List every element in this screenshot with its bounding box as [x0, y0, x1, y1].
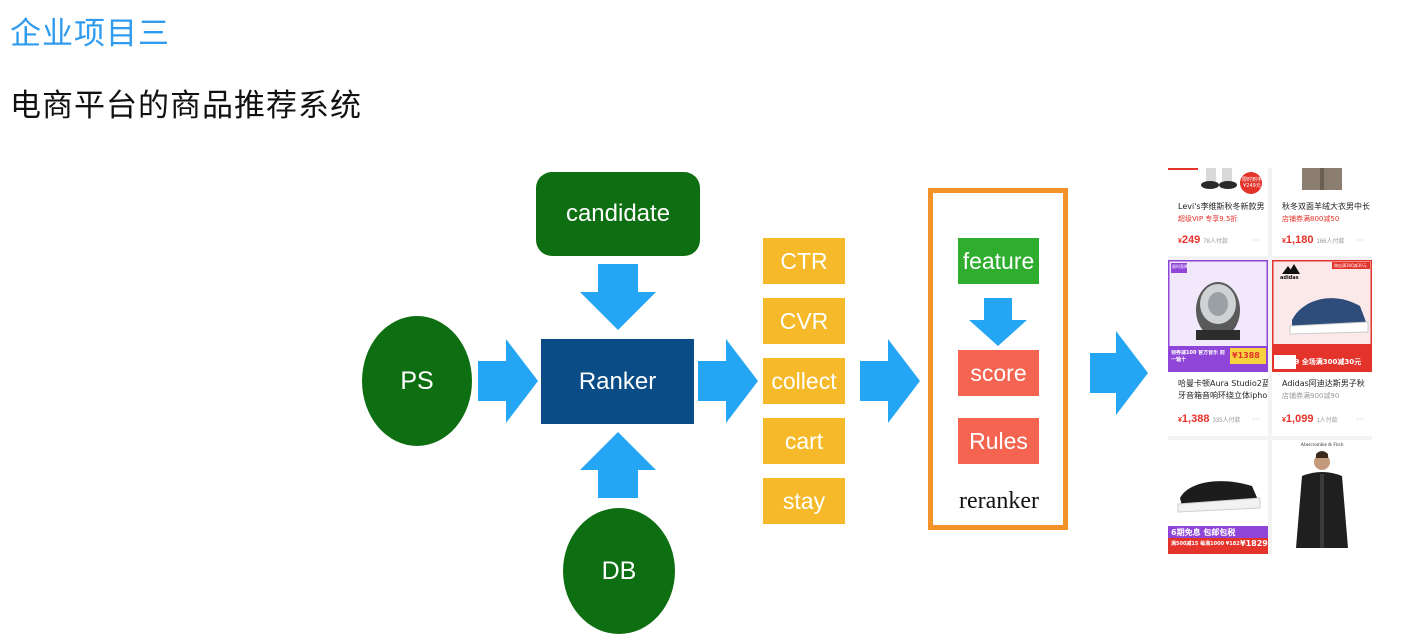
more-icon[interactable]: ···	[1356, 415, 1364, 424]
product-card[interactable]: 6期免息 包邮包税 满500减15 每满1000 ¥1829 ¥1829	[1168, 440, 1268, 554]
more-icon[interactable]: ···	[1356, 236, 1364, 245]
corner-tag: 限时直降	[1172, 264, 1188, 269]
score-box: score	[958, 350, 1039, 396]
reranker-label: reranker	[959, 488, 1039, 514]
product-image-sneaker-black	[1168, 440, 1268, 554]
brand-logo: Abercrombie & Fitch	[1300, 443, 1344, 448]
promo-sub-banner: 满500减15 每满1000 ¥1829	[1171, 541, 1240, 547]
product-tag: 店铺券满800减50	[1282, 215, 1340, 223]
feature-box: feature	[958, 238, 1039, 284]
arrow-reranker-to-results	[1090, 331, 1148, 415]
section-title: 企业项目三	[10, 16, 170, 52]
arrow-ranker-to-metrics	[698, 339, 758, 423]
product-image-coat	[1272, 168, 1372, 196]
promo-banner: 领券减100 官方音乐 前一轴十	[1171, 350, 1225, 363]
product-card[interactable]: 跨店满300减30元 adidas ¥1009 全场满300减30元 Adida…	[1272, 260, 1372, 436]
product-card[interactable]: Abercrombie & Fitch	[1272, 440, 1372, 554]
product-tag: 超级VIP 专享9.5折	[1178, 215, 1238, 223]
promo-banner: ¥1009 全场满300减30元	[1275, 358, 1362, 366]
page-subtitle: 电商平台的商品推荐系统	[10, 88, 362, 124]
metric-ctr: CTR	[763, 238, 845, 284]
arrow-db-to-ranker	[580, 432, 656, 498]
product-image-speaker	[1168, 260, 1268, 372]
brand-logo: adidas	[1280, 275, 1299, 281]
badge-price: ¥1829	[1240, 539, 1268, 548]
arrow-ps-to-ranker	[478, 339, 538, 423]
product-card[interactable]: 限时到手 ¥249元 Levi's李维斯秋冬新款男 超级VIP 专享9.5折 ¥…	[1168, 168, 1268, 256]
product-image-sneaker	[1272, 260, 1372, 372]
badge-price: ¥1388	[1232, 351, 1260, 360]
corner-tag: 跨店满300减30元	[1334, 263, 1367, 268]
db-node: DB	[563, 508, 675, 634]
product-image-jacket	[1296, 451, 1348, 548]
candidate-node: candidate	[536, 172, 700, 256]
promo-badge: 限时到手 ¥249元	[1242, 177, 1263, 189]
more-icon[interactable]: ···	[1252, 415, 1260, 424]
promo-banner: 6期免息 包邮包税	[1171, 528, 1236, 537]
reranker-container	[928, 188, 1068, 530]
metric-collect: collect	[763, 358, 845, 404]
arrow-candidate-to-ranker	[580, 264, 656, 330]
product-title: Levi's李维斯秋冬新款男	[1178, 202, 1265, 211]
ps-node: PS	[362, 316, 472, 446]
product-card[interactable]: 限时直降 领券减100 官方音乐 前一轴十 ¥1388 哈曼卡顿Aura Stu…	[1168, 260, 1268, 436]
product-image-shoes	[1168, 168, 1268, 196]
product-tag: 店铺券满900减90	[1282, 392, 1340, 400]
metric-stay: stay	[763, 478, 845, 524]
more-icon[interactable]: ···	[1252, 236, 1260, 245]
metric-cart: cart	[763, 418, 845, 464]
product-result-grid: 限时到手 ¥249元 Levi's李维斯秋冬新款男 超级VIP 专享9.5折 ¥…	[1168, 168, 1372, 554]
arrow-feature-to-score	[969, 298, 1027, 346]
product-title: Adidas阿迪达斯男子秋	[1282, 379, 1365, 388]
arrow-metrics-to-reranker	[860, 339, 920, 423]
rules-box: Rules	[958, 418, 1039, 464]
ranker-node: Ranker	[541, 339, 694, 424]
product-title: 秋冬双面羊绒大衣男中长	[1282, 202, 1370, 211]
product-title-line2: 牙音箱音响环绕立体ipho	[1178, 391, 1268, 400]
product-title: 哈曼卡顿Aura Studio2蓝	[1178, 379, 1268, 388]
metric-cvr: CVR	[763, 298, 845, 344]
